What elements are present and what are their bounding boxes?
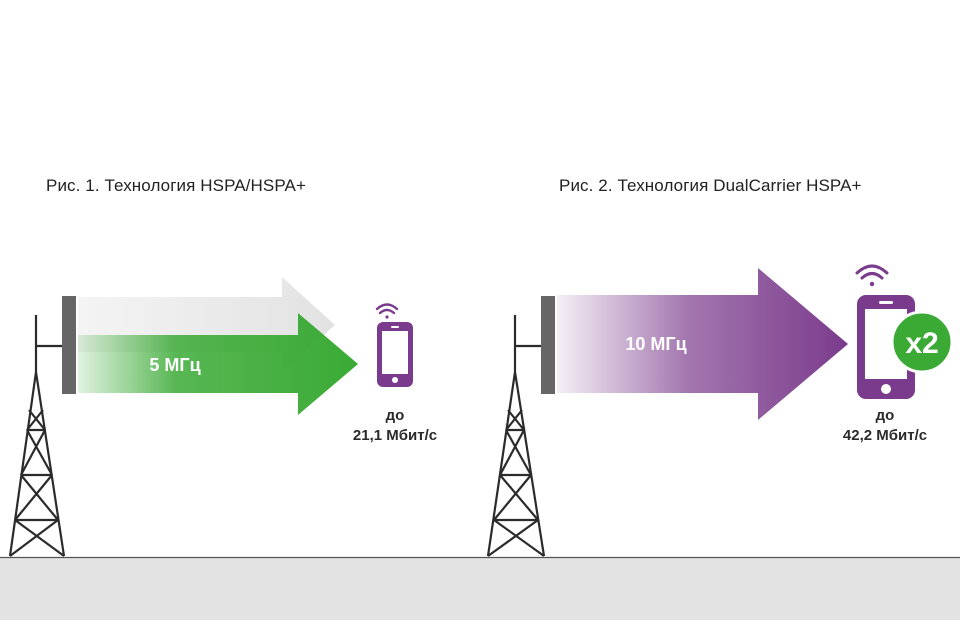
antenna-panel <box>541 296 555 394</box>
antenna-panel <box>62 296 76 394</box>
speed-value: 21,1 Мбит/с <box>352 427 438 444</box>
bandwidth-label-5mhz: 5 МГц <box>149 355 200 375</box>
ground-strip <box>0 557 960 620</box>
cell-tower-icon <box>486 315 546 557</box>
multiplier-badge-text: x2 <box>905 327 938 360</box>
multiplier-badge: x2 <box>890 310 954 374</box>
bandwidth-arrow-10mhz <box>557 268 848 420</box>
speed-label-2: до 42,2 Мбит/с <box>825 406 945 446</box>
speed-prefix: до <box>875 407 895 424</box>
figure-1: 5 МГц <box>8 277 413 557</box>
speed-prefix: до <box>385 407 405 424</box>
figure-2: 10 МГц x2 <box>486 264 954 557</box>
bandwidth-arrow-5mhz <box>78 313 358 415</box>
wifi-signal-icon <box>855 264 889 287</box>
figure-2-caption: Рис. 2. Технология DualCarrier HSPA+ <box>559 176 862 195</box>
speed-label-1: до 21,1 Мбит/с <box>335 406 455 446</box>
speed-value: 42,2 Мбит/с <box>842 427 928 444</box>
smartphone-icon <box>377 322 413 387</box>
bandwidth-label-10mhz: 10 МГц <box>625 334 686 354</box>
figure-1-caption: Рис. 1. Технология HSPA/HSPA+ <box>46 176 306 195</box>
cell-tower-icon <box>8 315 66 557</box>
wifi-signal-icon <box>375 303 399 319</box>
